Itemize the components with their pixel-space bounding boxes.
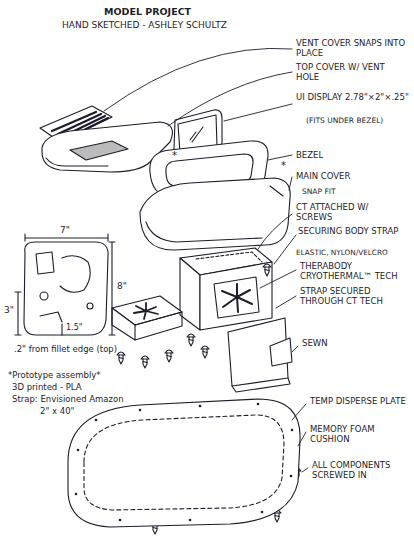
cryothermal-pad [112,296,182,340]
part-note: (FITS UNDER BEZEL) [306,116,410,125]
dimension: 1.5" [66,323,82,333]
note: 2" x 40" [40,406,74,416]
cryothermal-module [180,248,272,330]
leader-lines [104,48,308,472]
dimension: 7" [60,225,70,236]
note: *Prototype assembly* [8,370,101,380]
part-label: BEZEL [296,150,323,160]
note: 3D printed - PLA [12,382,82,392]
part-label: ALL COMPONENTS SCREWED IN [312,460,410,480]
part-label: THERABODY CRYOTHERMAL™ TECH [300,261,410,281]
body-strap [228,318,292,392]
part-label: SECURING BODY STRAP [298,226,408,236]
part-label: TOP COVER W/ VENT HOLE [296,62,404,82]
asterisk: * [172,150,177,162]
sketch-title: MODEL PROJECT [104,6,191,17]
dimension-sketch [15,234,115,335]
part-label: CT ATTACHED W/ SCREWS [296,202,406,222]
sketch-author: HAND SKETCHED - ASHLEY SCHULTZ [62,20,227,31]
note: .2" from fillet edge (top) [14,344,164,354]
part-label: SEWN [302,338,328,348]
note: Strap: Envisioned Amazon [12,394,124,404]
part-label: TEMP DISPERSE PLATE [310,396,410,406]
part-label: STRAP SECURED THROUGH CT TECH [300,286,410,306]
part-note: ELASTIC, NYLON/VELCRO [296,249,412,258]
part-label: MAIN COVER [296,171,350,181]
dimension: 3" [4,305,14,316]
part-label: MEMORY FOAM CUSHION [310,424,410,444]
part-note: SNAP FIT [302,187,336,196]
main-cover [140,178,290,250]
part-label: UI DISPLAY 2.78"×2"×.25" [296,92,410,102]
part-label: VENT COVER SNAPS INTO PLACE [296,38,408,58]
asterisk: * [281,160,286,172]
dimension: 8" [117,281,127,292]
temp-plate-cushion [68,399,300,527]
